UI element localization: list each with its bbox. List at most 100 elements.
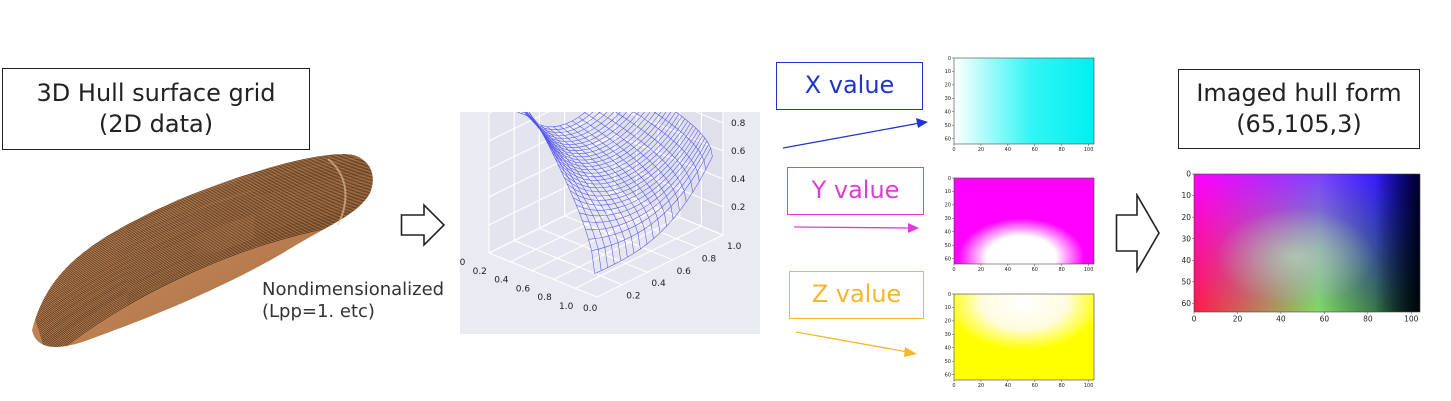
tick-label: 100 bbox=[1084, 383, 1094, 389]
tick-label: 0 bbox=[952, 267, 955, 273]
hull-grid-line bbox=[38, 192, 373, 330]
hollow-arrow-right-icon bbox=[400, 203, 446, 247]
tick-label: 40 bbox=[945, 110, 951, 116]
tick-label: 30 bbox=[945, 332, 951, 338]
grid-line bbox=[564, 215, 673, 261]
y-arrow-head-icon bbox=[908, 223, 919, 233]
tick-label: 10 bbox=[1181, 191, 1191, 200]
tick-label: 30 bbox=[1181, 234, 1191, 243]
input-title-line1: 3D Hull surface grid bbox=[36, 79, 276, 107]
grid-line bbox=[488, 134, 616, 198]
y-value-label: Y value bbox=[787, 167, 924, 215]
mesh-line bbox=[516, 112, 595, 274]
tick-label: 10 bbox=[945, 69, 951, 75]
mesh-line bbox=[524, 112, 586, 128]
hull-grid-line bbox=[42, 203, 373, 343]
hull-grid-line bbox=[44, 211, 373, 347]
tick-label: 10 bbox=[945, 305, 951, 311]
axis-pane bbox=[489, 191, 723, 297]
tick-label: 0 bbox=[1186, 170, 1191, 179]
tick-label: 60 bbox=[1320, 315, 1330, 324]
tick-label: 50 bbox=[1181, 277, 1191, 286]
hull-grid-line bbox=[35, 185, 373, 322]
mesh-line bbox=[584, 112, 680, 211]
axis-pane bbox=[489, 112, 615, 253]
axis-pane bbox=[615, 112, 723, 235]
mesh-line bbox=[546, 126, 641, 249]
hull-grid-line bbox=[39, 196, 373, 335]
tick-label: 1.0 bbox=[727, 242, 742, 252]
hull-grid-line bbox=[39, 195, 373, 333]
tick-label: 80 bbox=[1059, 267, 1065, 273]
z-arrow-head-icon bbox=[904, 347, 917, 357]
tick-label: 40 bbox=[945, 230, 951, 236]
mesh-line bbox=[559, 125, 654, 239]
mesh-line bbox=[615, 112, 694, 193]
tick-label: 0 bbox=[952, 383, 955, 389]
mesh-line bbox=[528, 112, 602, 271]
mesh-line bbox=[598, 112, 687, 202]
tick-label: 0.6 bbox=[731, 147, 746, 157]
tick-label: 0.4 bbox=[731, 175, 746, 185]
tick-label: 30 bbox=[945, 96, 951, 102]
note-line1: Nondimensionalized bbox=[262, 279, 445, 300]
mesh-line bbox=[524, 112, 615, 265]
hull-grid-line bbox=[38, 193, 373, 332]
mesh-line bbox=[526, 112, 608, 268]
hull-grid-line bbox=[32, 162, 373, 296]
tick-label: 0 bbox=[952, 147, 955, 153]
tick-label: 60 bbox=[1032, 147, 1038, 153]
tick-label: 50 bbox=[945, 243, 951, 249]
mesh-line bbox=[675, 112, 713, 157]
hull-grid-line bbox=[46, 216, 373, 347]
tick-label: 0.4 bbox=[494, 276, 509, 286]
tick-label: 0 bbox=[948, 176, 951, 182]
tick-label: 40 bbox=[1276, 315, 1286, 324]
hull-grid-line bbox=[33, 179, 373, 316]
grid-line bbox=[614, 162, 724, 208]
hull-grid-line bbox=[45, 212, 373, 347]
hull-grid-line bbox=[32, 176, 373, 312]
hull-grid-line bbox=[40, 199, 373, 338]
input-title-line2: (2D data) bbox=[98, 110, 214, 138]
tick-label: 20 bbox=[978, 267, 984, 273]
hull-grid-line bbox=[43, 206, 373, 346]
grid-line bbox=[614, 190, 724, 236]
tick-label: 30 bbox=[945, 216, 951, 222]
tick-label: 80 bbox=[1059, 383, 1065, 389]
tick-label: 20 bbox=[1181, 213, 1191, 222]
hull-grid-line bbox=[37, 189, 373, 327]
y-arrow bbox=[793, 226, 911, 229]
hollow-arrow-right-icon bbox=[1115, 193, 1160, 273]
hull-grid-line bbox=[41, 200, 373, 340]
note-line2: (Lpp=1. etc) bbox=[262, 301, 375, 322]
hull-grid-line bbox=[32, 170, 373, 306]
hull-grid-line bbox=[40, 198, 373, 337]
x-arrow-head-icon bbox=[916, 118, 928, 128]
tick-label: 20 bbox=[945, 319, 951, 325]
grid-line bbox=[589, 202, 699, 248]
hull-grid-line bbox=[32, 174, 373, 311]
input-title-box: 3D Hull surface grid (2D data) bbox=[2, 68, 310, 150]
hull-grid-line bbox=[37, 190, 373, 329]
mesh-line bbox=[553, 126, 648, 245]
tick-label: 0.6 bbox=[516, 284, 531, 294]
hull-grid-line bbox=[45, 213, 373, 347]
hull-grid-line bbox=[35, 183, 373, 321]
mesh-line bbox=[527, 116, 622, 261]
hull-grid-line bbox=[32, 167, 373, 303]
hull-grid-line bbox=[32, 164, 373, 300]
z-arrow bbox=[795, 331, 909, 353]
x-value-label: X value bbox=[776, 62, 923, 110]
tick-label: 60 bbox=[945, 136, 951, 142]
hull-surface-render bbox=[32, 154, 373, 347]
tick-label: 0.8 bbox=[537, 293, 552, 303]
output-title-line1: Imaged hull form bbox=[1196, 79, 1402, 107]
grid-line bbox=[625, 112, 724, 152]
hull-grid-line bbox=[32, 163, 373, 298]
tick-label: 60 bbox=[945, 372, 951, 378]
mesh-line bbox=[572, 120, 667, 227]
hull-grid-line bbox=[34, 180, 373, 317]
